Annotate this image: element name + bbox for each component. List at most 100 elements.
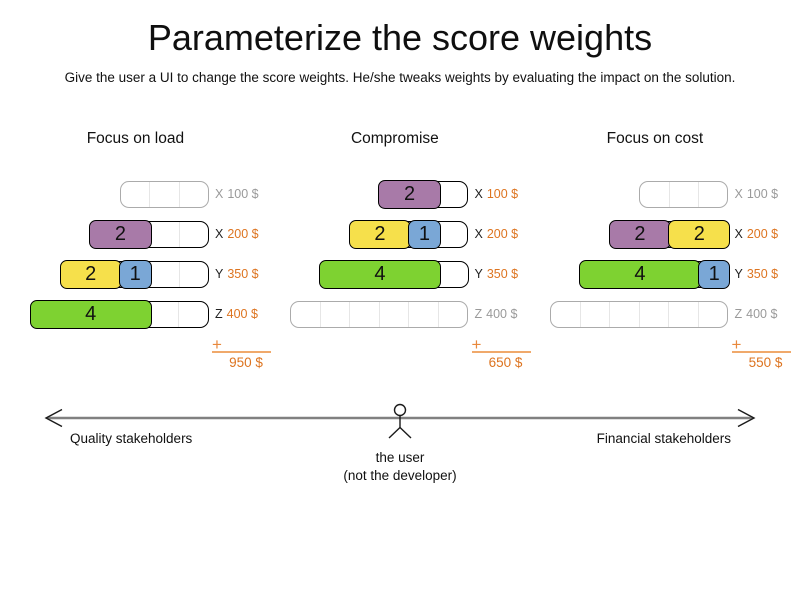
page-subtitle: Give the user a UI to change the score w…	[64, 70, 736, 85]
unit-cell	[380, 302, 410, 327]
unit-cell	[610, 302, 640, 327]
green-process-block: 4	[319, 260, 441, 289]
weight-box-grid	[551, 302, 727, 327]
green-process-block: 4	[579, 260, 701, 289]
computer-letter: Y	[474, 267, 483, 281]
weight-box-grid	[121, 182, 208, 207]
unit-cell	[699, 302, 728, 327]
blue-process-block: 1	[118, 260, 152, 289]
unit-cell	[150, 262, 180, 287]
process-load-value: 2	[693, 223, 705, 245]
computer-price: 100 $	[746, 187, 779, 201]
blue-process-block: 1	[697, 260, 731, 289]
purple-process-block: 2	[378, 180, 441, 209]
computer-price: 400 $	[746, 307, 778, 321]
computer-price: 400 $	[486, 307, 518, 321]
unit-cell	[121, 182, 151, 207]
computer-price: 100 $	[486, 187, 519, 201]
weight-box: 4	[29, 300, 209, 329]
weight-box: 2	[378, 180, 469, 209]
quality-stakeholders-label: Quality stakeholders	[70, 431, 193, 446]
computer-letter: Z	[474, 307, 483, 321]
computer-letter: X	[734, 187, 743, 201]
computer-letter: Y	[734, 267, 743, 281]
process-load-value: 2	[85, 263, 97, 285]
unit-cell	[150, 182, 180, 207]
process-load-value: 4	[85, 303, 97, 325]
unit-cell	[699, 182, 727, 207]
unit-cell	[439, 262, 468, 287]
weight-box-grid	[291, 302, 467, 327]
weight-box	[550, 301, 729, 328]
unit-cell	[150, 222, 180, 247]
sum-total: 650 $	[488, 355, 523, 370]
process-load-value: 1	[418, 223, 430, 245]
process-load-value: 1	[129, 263, 141, 285]
yellow-process-block: 2	[348, 220, 412, 249]
sum-total: 550 $	[748, 355, 783, 370]
unit-cell	[150, 302, 180, 327]
process-load-value: 2	[374, 223, 386, 245]
purple-process-block: 2	[608, 220, 672, 249]
computer-price: 100 $	[227, 187, 259, 201]
unit-cell	[640, 182, 670, 207]
weight-box: 4	[319, 260, 469, 289]
unit-cell	[640, 302, 670, 327]
process-load-value: 1	[708, 263, 720, 285]
green-process-block: 4	[29, 300, 152, 329]
unit-cell	[669, 302, 699, 327]
right-arrowhead-icon	[737, 408, 756, 428]
scenario-title: Focus on cost	[606, 130, 704, 147]
process-load-value: 4	[634, 263, 646, 285]
unit-cell	[439, 222, 467, 247]
unit-cell	[180, 222, 208, 247]
unit-cell	[350, 302, 380, 327]
computer-letter: Y	[215, 267, 224, 281]
user-label: the user	[375, 450, 425, 465]
page-title: Parameterize the score weights	[147, 17, 653, 58]
computer-letter: X	[734, 227, 743, 241]
process-load-value: 2	[114, 223, 126, 245]
unit-cell	[551, 302, 581, 327]
weight-box	[639, 181, 729, 208]
sum-plus-sign: +	[731, 335, 742, 354]
weight-box	[290, 301, 469, 328]
computer-letter: X	[215, 227, 224, 241]
computer-letter: X	[474, 227, 483, 241]
process-load-value: 4	[374, 263, 386, 285]
sum-underline	[212, 351, 271, 353]
process-load-value: 2	[634, 223, 646, 245]
computer-price: 400 $	[226, 307, 258, 321]
unit-cell	[439, 302, 468, 327]
user-sublabel: (not the developer)	[343, 468, 457, 483]
unit-cell	[180, 262, 209, 287]
stakeholder-axis	[44, 403, 756, 439]
weight-box	[119, 181, 209, 208]
weight-box: 2	[89, 220, 209, 249]
computer-price: 200 $	[486, 227, 519, 241]
weight-box-grid	[640, 182, 727, 207]
financial-stakeholders-label: Financial stakeholders	[596, 431, 731, 446]
user-stick-figure-icon	[388, 403, 412, 439]
unit-cell	[179, 302, 208, 327]
computer-letter: X	[215, 187, 224, 201]
sum-plus-sign: +	[471, 335, 482, 354]
unit-cell	[291, 302, 321, 327]
computer-letter: Z	[215, 307, 223, 321]
left-arrowhead-icon	[44, 408, 63, 428]
